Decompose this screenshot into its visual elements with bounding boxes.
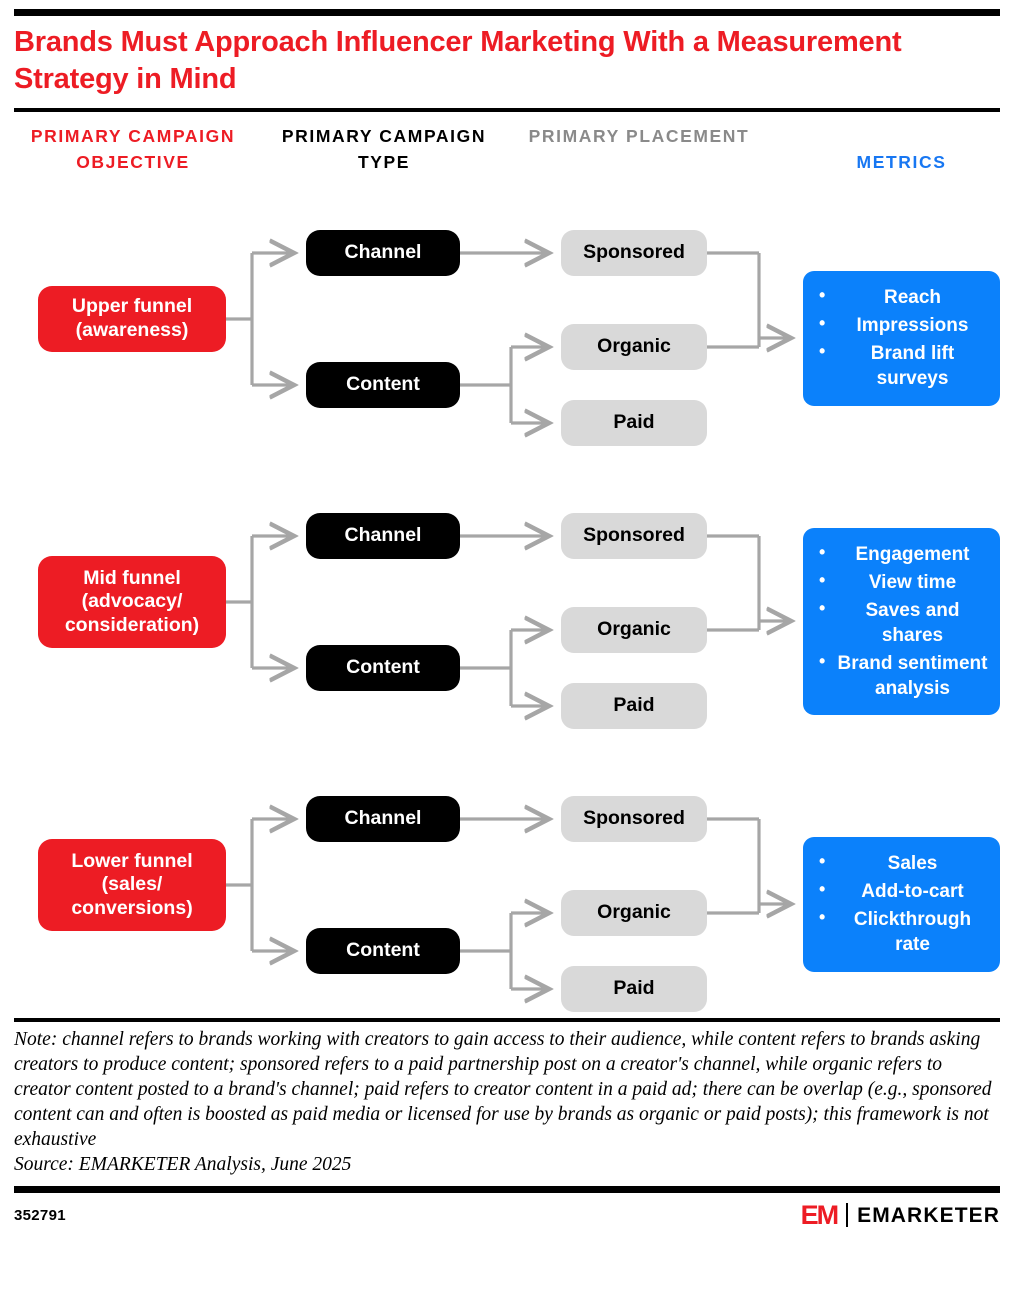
metric-item: Add-to-cart (819, 878, 990, 904)
metric-item: Brand lift surveys (819, 340, 990, 391)
metric-item: Clickthrough rate (819, 906, 990, 957)
page-title: Brands Must Approach Influencer Marketin… (14, 26, 902, 96)
connector-lines (226, 212, 1000, 462)
objective-node[interactable]: Upper funnel (awareness) (38, 286, 226, 353)
placement-node[interactable]: Sponsored (561, 230, 707, 277)
metric-item: Sales (819, 850, 990, 876)
footer-top-rule (14, 1185, 1000, 1193)
placement-node[interactable]: Sponsored (561, 796, 707, 843)
metric-item: Saves and shares (819, 597, 990, 648)
footer: 352791 EM EMARKETER (14, 1193, 1000, 1229)
placement-node[interactable]: Paid (561, 683, 707, 730)
campaign-type-node[interactable]: Content (306, 928, 460, 975)
metric-item: Reach (819, 284, 990, 310)
note-block: Note: channel refers to brands working w… (14, 1022, 1000, 1179)
connector-lines (226, 778, 1000, 1028)
funnel-row: Mid funnel (advocacy/ consideration) Chan… (14, 495, 1000, 745)
source-text: Source: EMARKETER Analysis, June 2025 (14, 1154, 352, 1176)
campaign-type-node[interactable]: Channel (306, 230, 460, 277)
column-header-metrics: METRICS (856, 152, 947, 173)
placement-node[interactable]: Sponsored (561, 513, 707, 560)
note-top-rule (14, 1018, 1000, 1023)
campaign-type-node[interactable]: Channel (306, 796, 460, 843)
placement-node[interactable]: Organic (561, 890, 707, 937)
column-header-campaign-type: PRIMARY CAMPAIGN TYPE (281, 126, 487, 172)
emarketer-wordmark: EMARKETER (857, 1203, 1000, 1227)
funnel-row: Lower funnel (sales/ conversions) Channel… (14, 778, 1000, 1028)
title-rule (14, 108, 1000, 113)
objective-node[interactable]: Mid funnel (advocacy/ consideration) (38, 556, 226, 649)
placement-node[interactable]: Organic (561, 607, 707, 654)
objective-node[interactable]: Lower funnel (sales/ conversions) (38, 839, 226, 932)
column-header-objective: PRIMARY CAMPAIGN OBJECTIVE (30, 126, 236, 172)
metrics-box[interactable]: SalesAdd-to-cartClickthrough rate (803, 837, 1000, 972)
chart-id: 352791 (14, 1206, 66, 1224)
placement-node[interactable]: Paid (561, 966, 707, 1013)
metrics-box[interactable]: ReachImpressionsBrand lift surveys (803, 271, 1000, 406)
column-headers: PRIMARY CAMPAIGN OBJECTIVE PRIMARY CAMPA… (14, 112, 1000, 212)
infographic-page: Brands Must Approach Influencer Marketin… (0, 9, 1014, 1289)
metric-item: Brand sentiment analysis (819, 650, 990, 701)
metric-item: Engagement (819, 541, 990, 567)
campaign-type-node[interactable]: Content (306, 362, 460, 409)
emarketer-logo: EM EMARKETER (800, 1199, 1000, 1230)
placement-node[interactable]: Organic (561, 324, 707, 371)
metrics-box[interactable]: EngagementView timeSaves and sharesBrand… (803, 527, 1000, 716)
top-rule (14, 9, 1000, 16)
metric-item: View time (819, 569, 990, 595)
metric-item: Impressions (819, 312, 990, 338)
campaign-type-node[interactable]: Content (306, 645, 460, 692)
em-mark-icon: EM (800, 1199, 839, 1230)
note-text: Note: channel refers to brands working w… (14, 1029, 992, 1151)
logo-divider (846, 1203, 849, 1227)
placement-node[interactable]: Paid (561, 400, 707, 447)
column-header-placement: PRIMARY PLACEMENT (528, 126, 750, 147)
connector-lines (226, 495, 1000, 745)
campaign-type-node[interactable]: Channel (306, 513, 460, 560)
